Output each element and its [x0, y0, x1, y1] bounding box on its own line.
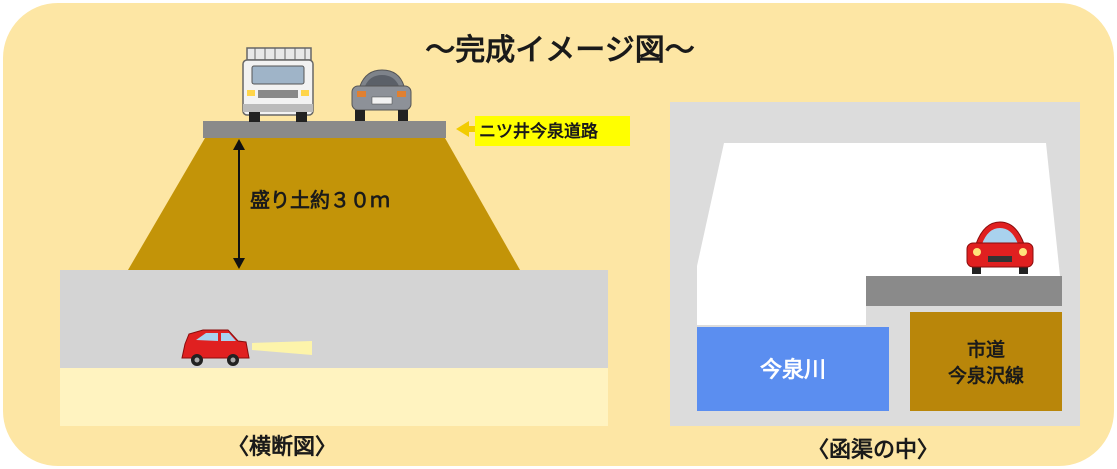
city-road-label-line1: 市道 — [967, 338, 1005, 361]
red-car-icon — [181, 329, 312, 366]
caption-culvert-interior: 〈函渠の中〉 — [807, 437, 939, 463]
city-road-label-line2: 今泉沢線 — [947, 364, 1024, 387]
river-label: 今泉川 — [760, 357, 826, 383]
city-road-block — [910, 312, 1062, 411]
red-car-icon — [966, 221, 1034, 274]
road-label-highlight — [475, 116, 630, 146]
double-arrow-icon — [233, 139, 245, 269]
culvert-interior: 今泉川 市道 今泉沢線 — [670, 102, 1080, 426]
culvert-box — [60, 270, 608, 368]
sedan-icon — [351, 69, 412, 121]
truck-icon — [242, 47, 314, 122]
caption-cross-section: 〈横断図〉 — [227, 434, 337, 460]
city-road-slab — [866, 276, 1062, 306]
ground-layer — [60, 368, 608, 426]
cross-section: 盛り土約３０ｍ ニツ井今泉道路 — [60, 47, 630, 426]
culvert-interior-space — [697, 143, 1060, 325]
diagram-title: 〜完成イメージ図〜 — [425, 33, 694, 68]
river-channel — [697, 327, 889, 411]
road-surface — [203, 121, 446, 138]
road-name-label: ニツ井今泉道路 — [479, 121, 599, 142]
arrow-left-icon — [456, 121, 476, 137]
embankment — [128, 138, 520, 270]
embankment-height-label: 盛り土約３０ｍ — [250, 188, 390, 212]
